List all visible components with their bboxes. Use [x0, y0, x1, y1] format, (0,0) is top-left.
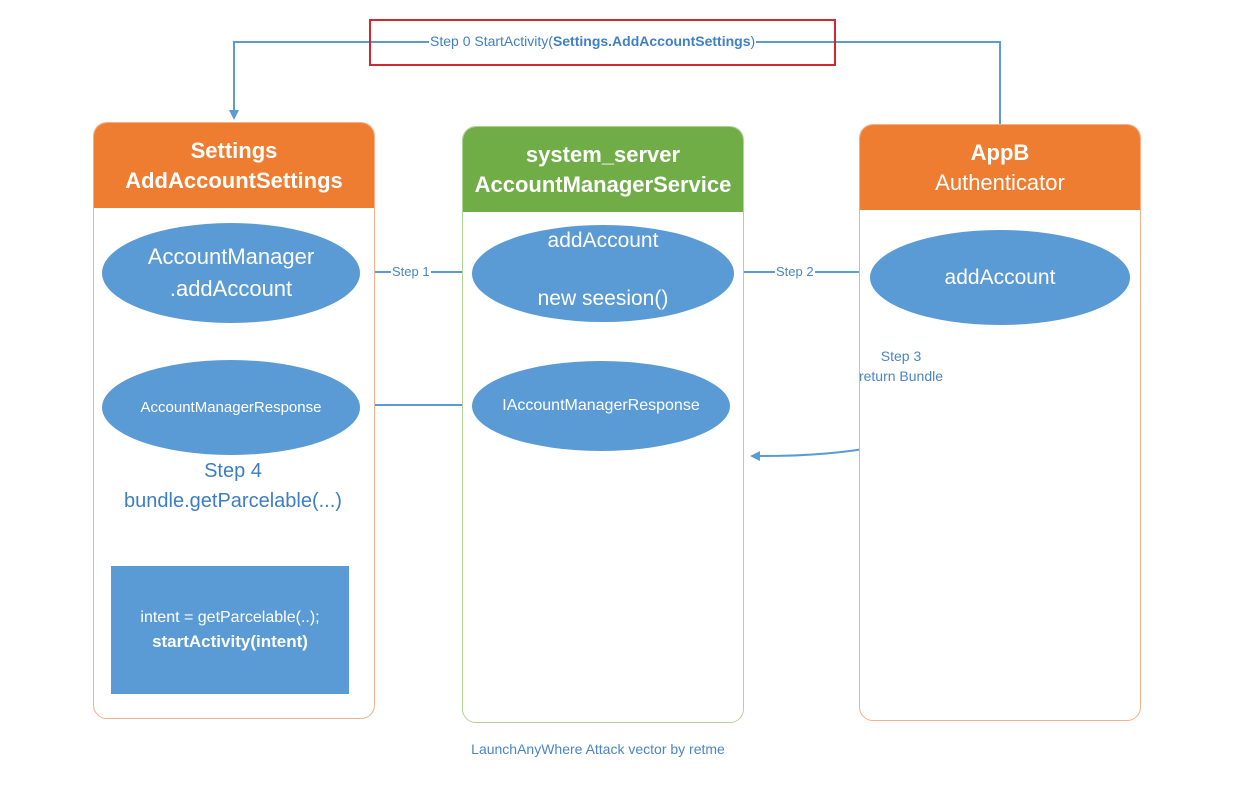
appb-subtitle: Authenticator	[935, 169, 1065, 195]
settings-title: Settings	[190, 137, 278, 163]
step3-label: Step 3 return Bundle	[840, 346, 962, 386]
step2-label: Step 2	[775, 264, 815, 279]
appb-title: AppB	[970, 139, 1030, 165]
settings-panel-header: Settings AddAccountSettings	[94, 123, 374, 208]
system-server-panel-header: system_server AccountManagerService	[463, 127, 743, 212]
step0-prefix: Step 0 StartActivity(	[430, 33, 553, 49]
account-manager-response-node: AccountManagerResponse	[102, 360, 360, 455]
iaccount-manager-response-label: IAccountManagerResponse	[502, 397, 700, 414]
step0-target: Settings.AddAccountSettings	[552, 33, 751, 49]
step4-label-line2: bundle.getParcelable(...)	[124, 490, 342, 512]
step0-label: Step 0 StartActivity(Settings.AddAccount…	[429, 33, 757, 49]
appb-add-account-node: addAccount	[870, 230, 1130, 325]
account-manager-add-line2: .addAccount	[169, 276, 293, 301]
diagram-caption: LaunchAnyWhere Attack vector by retme	[471, 741, 725, 757]
start-activity-code-box: intent = getParcelable(..); startActivit…	[111, 566, 349, 694]
step0-suffix: )	[750, 33, 756, 49]
ams-add-account-line1: addAccount	[547, 229, 659, 252]
step4-label-line1: Step 4	[204, 460, 262, 482]
settings-subtitle: AddAccountSettings	[125, 167, 343, 193]
code-line1: intent = getParcelable(..);	[140, 609, 320, 626]
account-manager-add-line1: AccountManager	[147, 244, 315, 269]
step0-highlight-box	[369, 19, 836, 66]
code-line2: startActivity(intent)	[152, 632, 308, 651]
appb-panel: AppB Authenticator	[859, 124, 1141, 721]
system-server-title: system_server	[525, 141, 681, 167]
step3-label-line2: return Bundle	[858, 368, 944, 384]
iaccount-manager-response-node: IAccountManagerResponse	[472, 361, 730, 451]
account-manager-response-label: AccountManagerResponse	[140, 399, 322, 416]
step3-label-line1: Step 3	[880, 348, 922, 364]
step1-label: Step 1	[391, 264, 431, 279]
account-manager-add-node: AccountManager .addAccount	[102, 223, 360, 323]
step4-label: Step 4 bundle.getParcelable(...)	[98, 456, 368, 516]
system-server-subtitle: AccountManagerService	[474, 171, 732, 197]
appb-panel-header: AppB Authenticator	[860, 125, 1140, 210]
appb-add-account-label: addAccount	[944, 265, 1056, 289]
ams-add-account-line2: new seesion()	[537, 287, 669, 310]
ams-add-account-node: addAccount new seesion()	[472, 225, 734, 322]
